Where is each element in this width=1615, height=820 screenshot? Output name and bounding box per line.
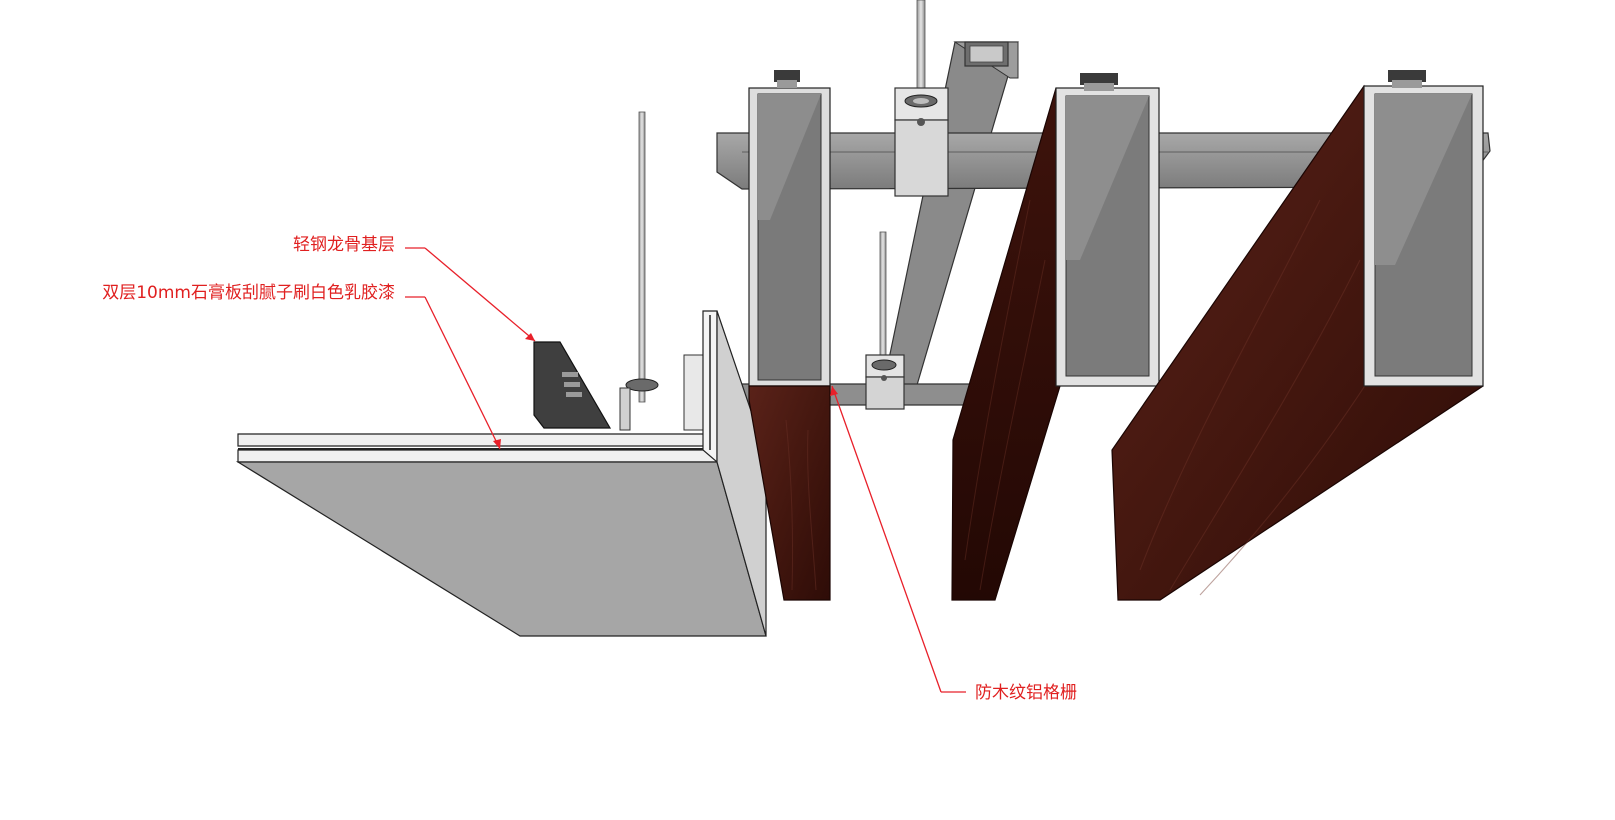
hanger-rod xyxy=(638,111,646,403)
gypsum-board-label: 双层10mm石膏板刮腻子刷白色乳胶漆 xyxy=(102,283,395,303)
hanger-clip xyxy=(865,354,905,410)
aluminum-grille-bar-3 xyxy=(1111,70,1484,601)
aluminum-grille-bar-2 xyxy=(951,73,1160,601)
hanger-rod xyxy=(879,231,887,359)
hanger-clip xyxy=(894,87,949,197)
gypsum-board-ceiling xyxy=(235,111,767,637)
leader-lines xyxy=(405,247,966,693)
aluminum-grille-label: 防木纹铝格栅 xyxy=(975,683,1077,703)
keel-layer-label: 轻钢龙骨基层 xyxy=(293,235,395,255)
aluminum-grille-bar-1 xyxy=(748,70,831,601)
